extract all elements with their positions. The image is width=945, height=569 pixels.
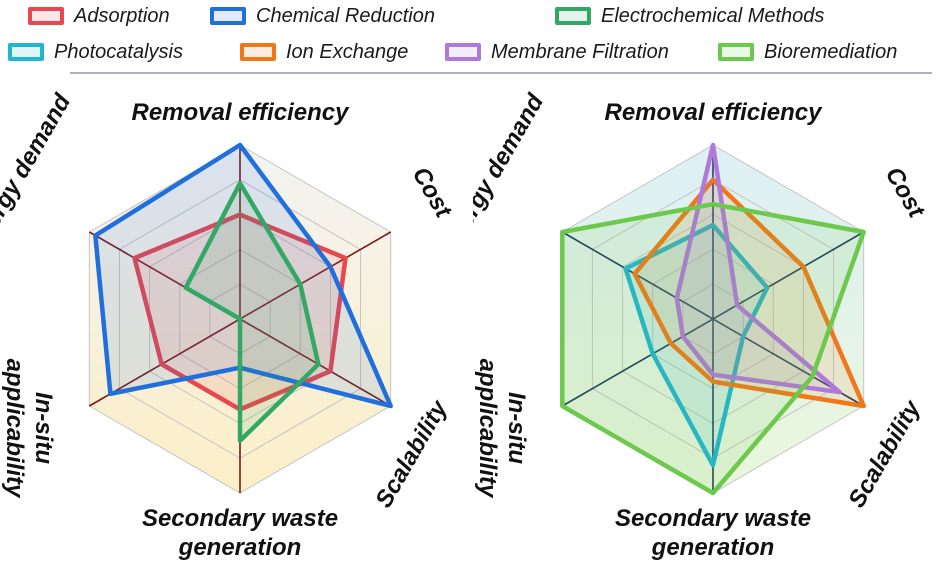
legend-label: Ion Exchange [286,40,409,63]
axis-label: Scalability [370,395,454,513]
legend-label: Chemical Reduction [256,4,435,27]
legend-item-0: Adsorption [28,2,170,30]
legend-label: Bioremediation [764,40,898,63]
legend-item-4: Ion Exchange [240,38,408,66]
legend-swatch [210,7,246,25]
legend-item-2: Electrochemical Methods [555,2,824,30]
legend-label: Membrane Filtration [491,40,669,63]
legend-item-5: Membrane Filtration [445,38,669,66]
legend-swatch [28,7,64,25]
axis-label: Scalability [843,395,927,513]
legend-label: Photocatalysis [54,40,183,63]
legend-swatch [445,43,481,61]
legend-swatch [555,7,591,25]
radar-spoke [239,318,392,407]
axis-label: Energy demand [473,88,550,259]
axis-label: In-situapplicability [474,359,530,499]
series-electrochemical-methods [183,181,321,444]
legend: Adsorption Chemical Reduction Electrochemi… [0,0,945,74]
radar-chart-left: Removal efficiencyCostScalabilitySeconda… [0,88,458,561]
axis-label: Removal efficiency [132,99,351,126]
axis-label: Cost [407,163,458,224]
legend-swatch [8,43,44,61]
legend-label: Adsorption [74,4,170,27]
legend-divider [70,72,932,74]
axis-label: In-situapplicability [1,359,57,499]
radar-chart-right: Removal efficiencyCostScalabilitySeconda… [473,88,931,561]
legend-swatch [718,43,754,61]
legend-item-6: Bioremediation [718,38,897,66]
legend-swatch [240,43,276,61]
axis-label: Energy demand [0,88,77,259]
radar-spoke [239,231,392,320]
radar-spoke [561,318,714,407]
legend-label: Electrochemical Methods [601,4,825,27]
legend-item-1: Chemical Reduction [210,2,435,30]
series-bioremediation [560,201,866,496]
axis-label: Removal efficiency [605,99,824,126]
axis-label: Cost [880,163,931,224]
legend-item-3: Photocatalysis [8,38,183,66]
